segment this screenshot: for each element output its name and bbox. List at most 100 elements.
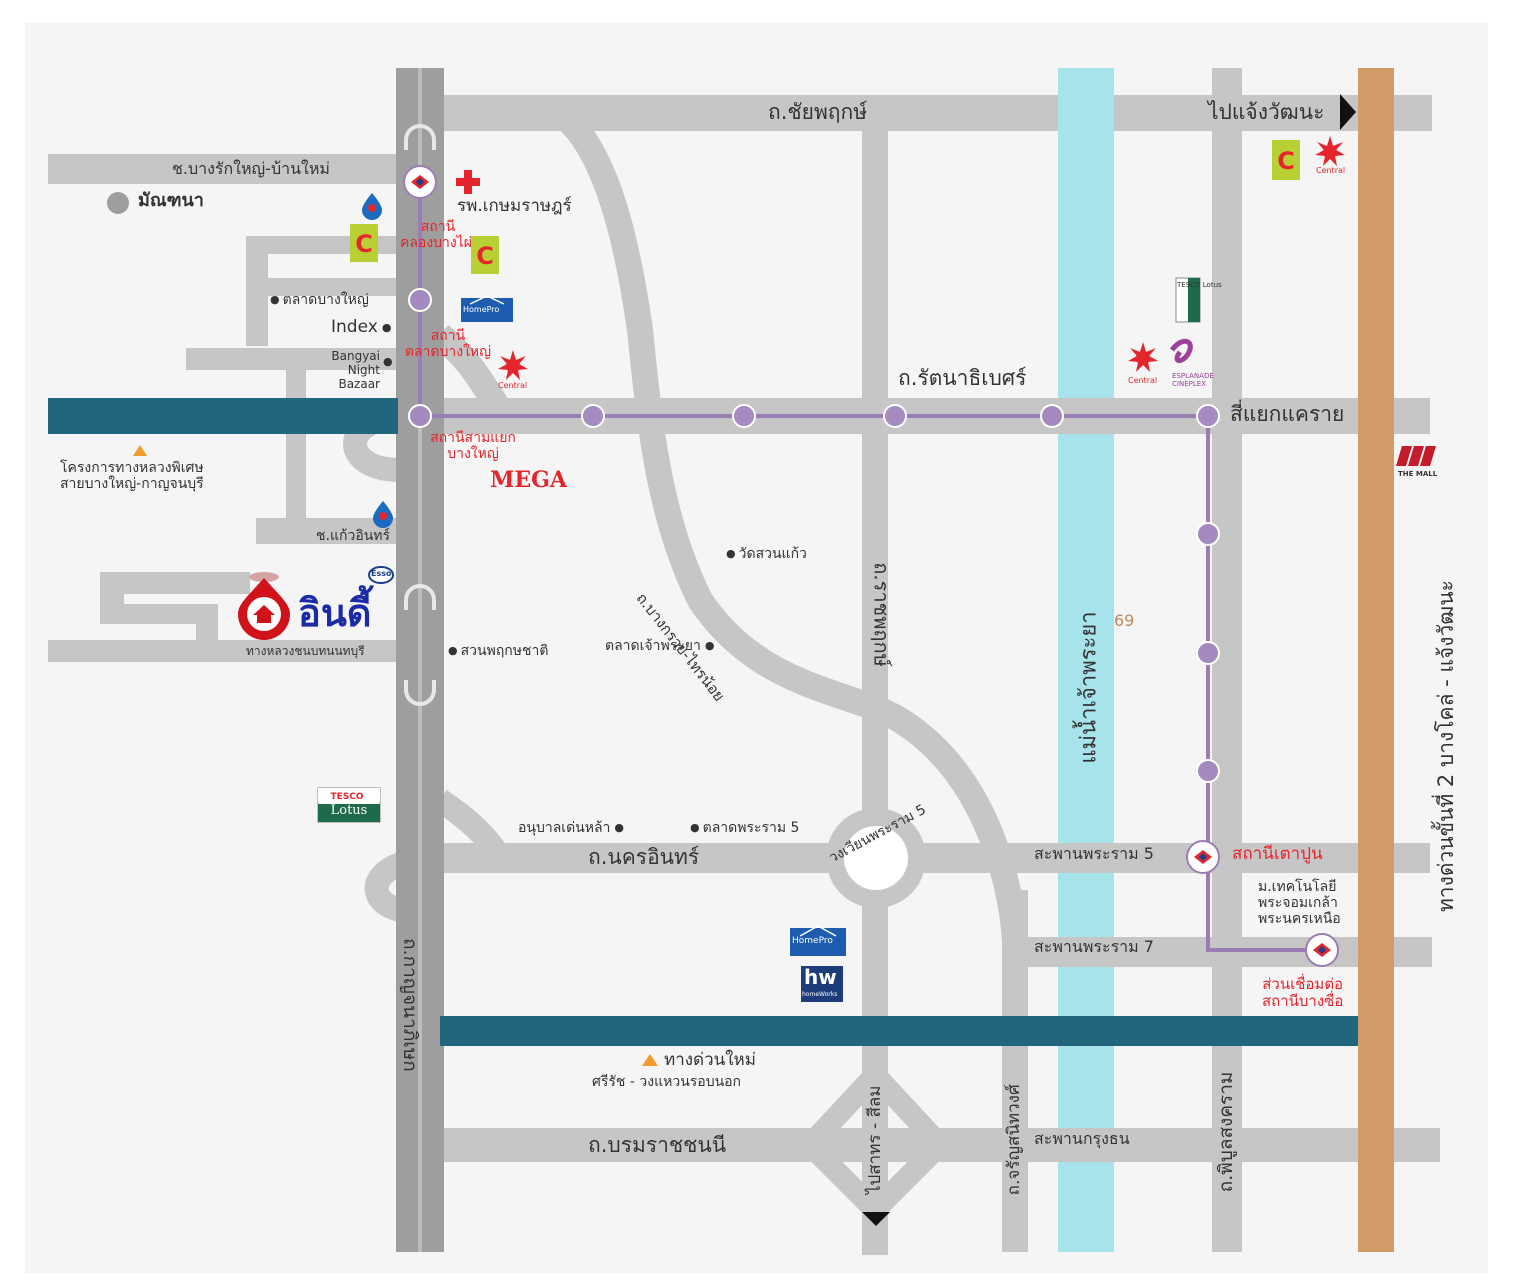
central-icon — [498, 350, 528, 380]
station-khlong-bangphai: สถานี คลองบางไผ่ — [400, 219, 482, 251]
brand-homeworks-sub: homeWorks — [802, 991, 838, 998]
station-bang-sue: ส่วนเชื่อมต่อ สถานีบางซื่อ — [1262, 975, 1344, 1011]
place-suan-phrueksa: สวนพฤกษชาติ — [448, 643, 549, 659]
brand-homepro-1: HomePro — [463, 305, 500, 314]
station-bang-sue-2: สถานีบางซื่อ — [1262, 992, 1344, 1011]
road-khae-rai: สี่แยกแคราย — [1230, 402, 1345, 426]
brand-central-1: Central — [498, 381, 528, 390]
place-wat-suankaeo: วัดสวนแก้ว — [726, 546, 807, 562]
place-number-69: 69 — [1114, 611, 1135, 630]
brand-tesco: TESCO — [330, 792, 364, 802]
brand-homeworks: hw — [804, 965, 837, 989]
station-samyaek: สถานีสามแยก บางใหญ่ — [428, 430, 518, 462]
kmutnb-1: ม.เทคโนโลยี — [1258, 879, 1337, 895]
road-new-expressway: ทางด่วนใหม่ — [664, 1050, 756, 1070]
road-borommaratchachonnani: ถ.บรมราชชนนี — [588, 1133, 727, 1157]
arrow-right-icon — [1340, 94, 1356, 130]
station-bang-sue-1: ส่วนเชื่อมต่อ — [1262, 975, 1344, 993]
expressway-road — [1358, 68, 1394, 1252]
homepro-icon-2 — [790, 925, 846, 956]
roundabout-center — [844, 826, 908, 890]
place-hospital: รพ.เกษมราษฎร์ — [457, 196, 572, 216]
tesco-lotus-icon — [317, 787, 381, 823]
brand-central-3: Central — [1128, 376, 1158, 385]
river-chao-phraya: แม่น้ำเจ้าพระยา — [1076, 611, 1102, 764]
brand-lotus: Lotus — [330, 803, 368, 818]
svg-text:C: C — [476, 242, 494, 270]
road-phibunsongkhram: ถ.พิบูลสงคราม — [1215, 1071, 1238, 1193]
esplanade-2: CINEPLEX — [1172, 380, 1206, 389]
station-samyaek-2: บางใหญ่ — [447, 446, 499, 463]
night-bazaar-3: Bazaar — [338, 376, 380, 391]
kmutnb-2: พระจอมเกล้า — [1258, 895, 1338, 912]
road-sathorn-silom: ไปสาทร - สีลม — [865, 1085, 886, 1195]
road-chaiyaphruek: ถ.ชัยพฤกษ์ — [768, 100, 868, 124]
station-tao-poon: สถานีเตาปูน — [1232, 844, 1323, 864]
place-anuban: อนุบาลเด่นหล้า — [518, 820, 624, 836]
chao-phraya-river — [1058, 68, 1114, 1252]
special-highway: โครงการทางหลวงพิเศษ สายบางใหญ่-กาญจนบุรี — [60, 460, 204, 492]
bigc-icon-3: C — [1272, 140, 1300, 180]
esplanade-icon — [1169, 338, 1193, 363]
road-rattanathibet: ถ.รัตนาธิเบศร์ — [898, 366, 1027, 390]
esso-icon — [368, 566, 394, 584]
station-khlong-bangphai-2: คลองบางไผ่ — [399, 235, 473, 252]
place-night-bazaar: Bangyai Night Bazaar — [330, 349, 380, 391]
brand-esso: Esso — [371, 569, 392, 578]
central-icon-3 — [1128, 342, 1158, 372]
special-highway-2: สายบางใหญ่-กาญจนบุรี — [60, 476, 204, 493]
road-highway-nonthaburi: ทางหลวงชนบทนนทบุรี — [246, 644, 365, 658]
esplanade-1: ESPLANADE — [1172, 372, 1214, 380]
road-new-expressway-sub: ศรีรัช - วงแหวนรอบนอก — [592, 1074, 742, 1090]
road-kaeo-in: ช.แก้วอินทร์ — [316, 528, 391, 544]
arrow-down-icon — [862, 1212, 890, 1226]
place-kmutnb: ม.เทคโนโลยี พระจอมเกล้า พระนครเหนือ — [1258, 879, 1341, 927]
place-index: Index — [331, 317, 391, 338]
kmutnb-3: พระนครเหนือ — [1258, 911, 1341, 928]
canal-bottom — [440, 1016, 1360, 1046]
road-bridge-krungthon: สะพานกรุงธน — [1034, 1129, 1130, 1148]
brand-esplanade: ESPLANADE CINEPLEX — [1172, 372, 1214, 388]
canal-left — [48, 398, 398, 434]
station-talat-bangyai-2: ตลาดบางใหญ่ — [404, 344, 492, 361]
triangle-icon — [133, 445, 147, 456]
station-talat-bangyai-1: สถานี — [430, 328, 466, 344]
mrt-icon-tao-poon — [1186, 840, 1220, 874]
bigc-icon: C — [350, 224, 378, 262]
brand-tesco-2: TESCO Lotus — [1177, 281, 1222, 289]
road-to-chaengwattana: ไปแจ้งวัฒนะ — [1208, 100, 1325, 124]
the-mall-icon — [1396, 446, 1436, 466]
mrt-icon — [403, 165, 437, 199]
night-bazaar-2: Night — [347, 362, 380, 377]
home-label: อินดี้ — [298, 591, 372, 635]
road-bridge-rama5: สะพานพระราม 5 — [1034, 844, 1154, 863]
road-kanchanaphisek: ถ.กาญจนาภิเษก — [398, 938, 421, 1072]
ptt-icon — [362, 193, 382, 220]
road-ratchaphruek: ถ.ราชพฤกษ์ — [869, 562, 894, 667]
place-talat-rama5: ตลาดพระราม 5 — [690, 820, 800, 836]
homepro-icon — [461, 295, 513, 322]
svg-text:C: C — [1277, 147, 1295, 175]
brand-mega: MEGA — [490, 467, 567, 493]
station-khlong-bangphai-1: สถานี — [420, 219, 456, 235]
road-nakhon-in: ถ.นครอินทร์ — [588, 845, 700, 869]
night-bazaar-1: Bangyai — [331, 349, 380, 363]
station-talat-bangyai: สถานี ตลาดบางใหญ่ — [400, 328, 496, 360]
place-talat-chaophraya: ตลาดเจ้าพระยา — [605, 638, 714, 654]
brand-homepro-2: HomePro — [792, 936, 833, 946]
uturn-markers — [404, 124, 436, 706]
ptt-icon-2 — [373, 501, 393, 528]
brand-central-2: Central — [1316, 166, 1346, 175]
home-marker-icon — [238, 572, 290, 640]
metro-stations — [408, 288, 1220, 783]
bigc-icon-2: C — [471, 236, 499, 274]
place-talat-bangyai: ตลาดบางใหญ่ — [270, 292, 369, 308]
central-icon-2 — [1315, 136, 1345, 166]
mannathana-dot-icon — [107, 192, 129, 214]
special-highway-1: โครงการทางหลวงพิเศษ — [60, 460, 204, 476]
road-bangrak-yai: ช.บางรักใหญ่-บ้านใหม่ — [172, 159, 330, 178]
homeworks-icon — [801, 966, 843, 1002]
night-bazaar-dot: ● — [383, 355, 393, 368]
place-mannathana: มัณฑนา — [138, 190, 204, 211]
